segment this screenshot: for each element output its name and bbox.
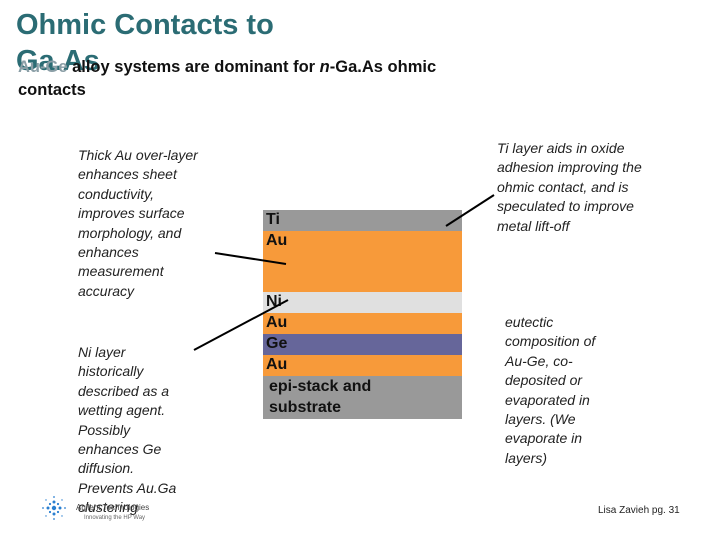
layer-label-ti: Ti	[266, 211, 280, 228]
layer-label-substrate-1: epi-stack and	[269, 378, 372, 395]
layer-au: Au	[263, 313, 462, 334]
layer-au-thick: Au	[263, 231, 462, 292]
layer-ni: Ni	[263, 292, 462, 313]
note-line: speculated to improve	[497, 198, 634, 215]
note-line: Thick Au over-layer	[78, 147, 198, 163]
layer-label-ge: Ge	[266, 335, 288, 352]
note-line: enhances	[78, 244, 139, 261]
logo-tagline: Innovating the HP Way	[84, 515, 146, 521]
note-line: improves surface	[78, 205, 185, 222]
note-line: layers)	[505, 449, 548, 466]
layer-label-au: Au	[266, 356, 288, 373]
note-eutectic: eutectic composition of Au-Ge, co- depos…	[505, 313, 625, 468]
metal-layer-stack: Ti Au Ni Au Ge Au epi-stack and substrat…	[263, 210, 462, 419]
agilent-logo-icon	[42, 496, 66, 520]
note-line: evaporated in	[505, 391, 590, 408]
slide-title-line1: Ohmic Contacts to	[16, 9, 274, 41]
subtitle-text-after: -Ga.As ohmic	[329, 58, 437, 76]
note-line: Possibly	[78, 421, 131, 438]
note-line: described as a	[78, 382, 170, 399]
layer-label-au: Au	[266, 232, 288, 249]
note-line: evaporate in	[505, 430, 583, 447]
note-line: measurement	[78, 263, 164, 280]
note-line: Prevents Au.Ga	[78, 479, 177, 496]
note-line: eutectic	[505, 314, 554, 330]
note-gold-overlayer: Thick Au over-layer enhances sheet condu…	[78, 146, 228, 301]
layer-label-substrate-2: substrate	[269, 399, 342, 416]
note-line: diffusion.	[78, 460, 135, 477]
note-line: metal lift-off	[497, 217, 570, 234]
footer-page-number: Lisa Zavieh pg. 31	[598, 505, 680, 516]
slide-subtitle: Au-Ge alloy systems are dominant for n-G…	[18, 56, 578, 102]
note-line: adhesion improving the	[497, 159, 642, 176]
subtitle-italic: n	[319, 58, 330, 76]
layer-au: Au	[263, 355, 462, 376]
layer-label-au: Au	[266, 314, 288, 331]
note-line: layers. (We	[505, 411, 576, 428]
note-line: clustering	[78, 499, 138, 516]
layer-substrate: epi-stack and substrate	[263, 376, 462, 419]
note-line: Ti layer aids in oxide	[497, 140, 625, 156]
layer-ti: Ti	[263, 210, 462, 231]
note-line: deposited or	[505, 372, 583, 389]
callout-line-ti	[445, 194, 495, 227]
note-titanium-layer: Ti layer aids in oxide adhesion improvin…	[497, 139, 672, 236]
slide-title-line2: Ga.As	[16, 45, 100, 77]
note-line: enhances sheet	[78, 166, 177, 183]
subtitle-line2: contacts	[18, 81, 86, 99]
note-line: conductivity,	[78, 185, 154, 202]
note-line: Ni layer	[78, 344, 126, 360]
note-line: enhances Ge	[78, 441, 162, 458]
note-line: accuracy	[78, 282, 135, 299]
note-line: morphology, and	[78, 224, 182, 241]
note-line: composition of	[505, 333, 596, 350]
note-nickel-layer: Ni layer historically described as a wet…	[78, 343, 198, 518]
note-line: historically	[78, 363, 144, 380]
note-line: ohmic contact, and is	[497, 178, 629, 195]
note-line: wetting agent.	[78, 402, 166, 419]
subtitle-text: alloy systems are dominant for	[67, 58, 320, 76]
logo-name: Agilent Technologies	[76, 503, 150, 512]
note-line: Au-Ge, co-	[505, 352, 573, 369]
layer-ge: Ge	[263, 334, 462, 355]
subtitle-highlight: Au-Ge	[18, 58, 68, 76]
callout-line-ni	[193, 299, 289, 351]
callout-line-au	[214, 252, 287, 265]
